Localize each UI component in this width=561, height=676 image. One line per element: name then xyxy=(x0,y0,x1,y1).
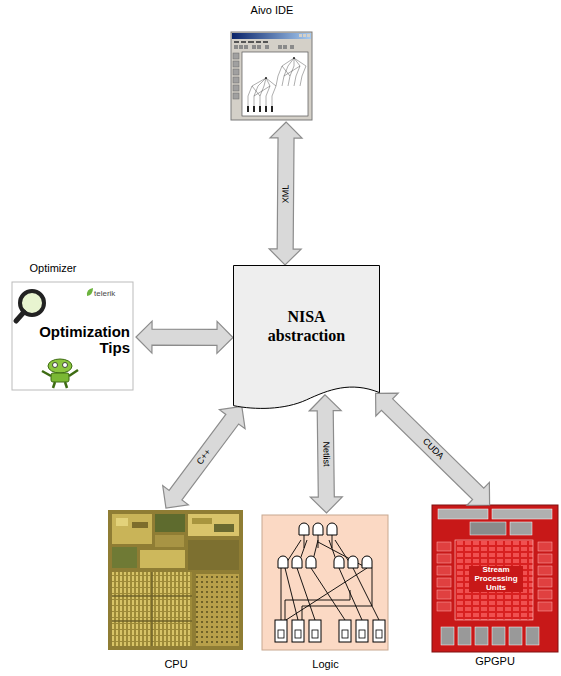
document-outline-path xyxy=(234,266,380,409)
cpu-die: CPU xyxy=(108,508,246,674)
cpu-die-picture xyxy=(108,510,243,650)
node-heading: GPGPU xyxy=(432,655,558,668)
unit-label: Stream Processing Units xyxy=(469,566,523,592)
optimizer-picture xyxy=(12,282,133,390)
picture-title: Optimization Tips xyxy=(22,324,130,356)
connector-label: Netlist xyxy=(321,439,330,468)
node-heading: Logic xyxy=(262,658,389,671)
robot-figure xyxy=(42,359,78,388)
ide-screenshot: Aivo IDE xyxy=(226,4,320,122)
block-double-arrow xyxy=(376,393,490,505)
abstraction-document: NISA abstraction xyxy=(233,265,380,410)
logo-text: telerik xyxy=(94,289,134,298)
node-heading: CPU xyxy=(108,658,244,671)
connector-label: CUDA xyxy=(419,436,446,463)
block-double-arrow xyxy=(309,395,342,513)
optimizer-picture: Optimizer telerikOptimization Tips xyxy=(10,262,136,392)
node-title: NISA abstraction xyxy=(251,307,362,345)
connector-label: XML xyxy=(281,182,290,205)
connector-label: C++ xyxy=(194,446,214,468)
logic-circuit: Logic xyxy=(262,513,391,674)
logic-circuit-picture xyxy=(262,515,388,650)
block-double-arrow xyxy=(269,122,302,265)
node-heading: Aivo IDE xyxy=(226,4,318,17)
gpu-block-picture xyxy=(432,505,558,652)
block-double-arrow xyxy=(163,406,245,508)
block-double-arrow xyxy=(136,321,233,353)
node-heading: Optimizer xyxy=(10,262,96,275)
gpu-block: GPGPU Stream Processing Units xyxy=(432,505,560,674)
ide-screenshot-picture xyxy=(231,32,312,120)
